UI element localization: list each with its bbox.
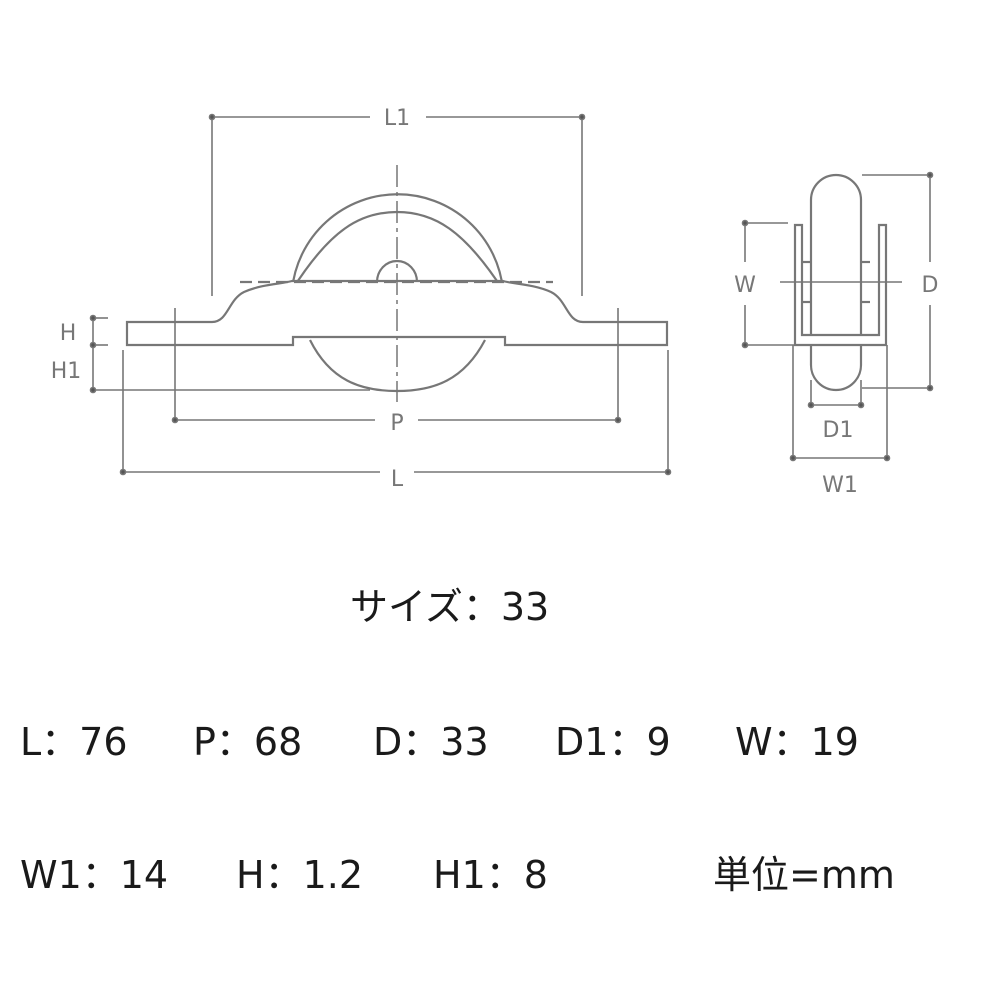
spec-H1: H1：8 <box>433 853 548 897</box>
label-H1: H1 <box>51 359 82 384</box>
label-D: D <box>922 273 939 298</box>
size-text: サイズ：33 <box>350 585 550 629</box>
spec-D1: D1：9 <box>555 720 671 764</box>
spec-H: H：1.2 <box>236 853 364 897</box>
label-W1: W1 <box>822 473 858 498</box>
side-view <box>780 173 902 392</box>
label-W: W <box>734 273 756 298</box>
spec-W1: W1：14 <box>20 853 169 897</box>
front-dimensions <box>89 113 672 476</box>
label-D1: D1 <box>823 418 854 443</box>
label-H: H <box>60 321 77 346</box>
label-L1: L1 <box>384 106 410 131</box>
spec-P: P：68 <box>193 720 303 764</box>
side-dimensions <box>741 171 934 462</box>
spec-W: W：19 <box>735 720 859 764</box>
spec-D: D：33 <box>373 720 489 764</box>
front-view <box>125 165 669 402</box>
spec-L: L：76 <box>20 720 128 764</box>
unit-text: 単位=mm <box>713 853 895 897</box>
label-P: P <box>390 411 403 436</box>
label-L: L <box>391 467 404 492</box>
